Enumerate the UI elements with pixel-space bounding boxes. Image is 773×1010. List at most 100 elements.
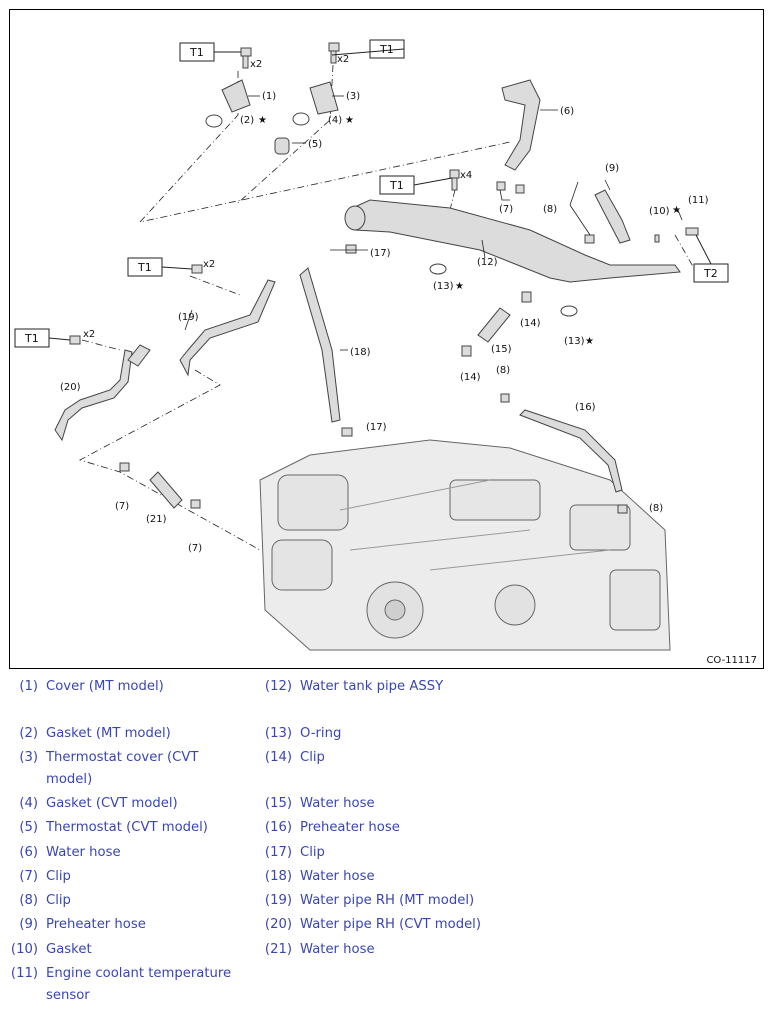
torque-label: T1 bbox=[389, 179, 404, 192]
water-tank-pipe-part bbox=[347, 199, 681, 283]
clip-part bbox=[500, 393, 510, 403]
callout-7: (7) bbox=[499, 204, 513, 215]
clip-part bbox=[341, 427, 353, 437]
thermostat-cover-part bbox=[309, 81, 339, 115]
legend-number: (18) bbox=[264, 869, 292, 884]
legend-text: Engine coolant temperature sensor bbox=[46, 966, 232, 1003]
parts bbox=[54, 42, 699, 514]
callout-21: (21) bbox=[146, 514, 167, 525]
legend-number: (20) bbox=[264, 917, 292, 932]
callout-8: (8) bbox=[649, 503, 663, 514]
legend-number: (21) bbox=[264, 942, 292, 957]
clip-part bbox=[584, 234, 595, 244]
thermostat-part bbox=[274, 137, 290, 155]
legend-text: Water hose bbox=[46, 845, 121, 860]
figure-id: CO-11117 bbox=[706, 655, 757, 666]
torque-label: T1 bbox=[189, 46, 204, 59]
legend-text: Thermostat (CVT model) bbox=[46, 820, 208, 835]
legend-text: Clip bbox=[46, 893, 71, 908]
callout-7: (7) bbox=[188, 543, 202, 554]
torque-label: T1 bbox=[379, 43, 394, 56]
water-pipe-part bbox=[127, 344, 151, 367]
callout-11: (11) bbox=[688, 195, 709, 206]
legend-number: (19) bbox=[264, 893, 292, 908]
star-mark: ★ bbox=[345, 115, 354, 126]
water-hose-part bbox=[299, 267, 341, 423]
exploded-diagram: T1 T1 T1 T1 T1 T2 x2 x2 x4 x2 x2 (1) (2)… bbox=[9, 9, 764, 669]
bolt-part bbox=[69, 335, 81, 345]
legend-number: (1) bbox=[19, 679, 38, 694]
legend-text: Water hose bbox=[300, 942, 375, 957]
legend-text: Water hose bbox=[300, 796, 375, 811]
legend-text: Clip bbox=[300, 845, 325, 860]
legend-text: Water pipe RH (MT model) bbox=[300, 893, 475, 908]
torque-boxes bbox=[14, 39, 729, 348]
callout-2: (2) bbox=[240, 115, 254, 126]
callout-14: (14) bbox=[460, 372, 481, 383]
callout-17: (17) bbox=[370, 248, 391, 259]
legend-number: (7) bbox=[19, 869, 38, 884]
torque-label: T1 bbox=[137, 261, 152, 274]
clip-part bbox=[119, 462, 130, 472]
cover-part bbox=[221, 79, 251, 113]
clip-part bbox=[515, 184, 525, 194]
legend-number: (8) bbox=[19, 893, 38, 908]
clip-part bbox=[496, 181, 506, 191]
legend-number: (13) bbox=[264, 726, 292, 741]
callout-1: (1) bbox=[262, 91, 276, 102]
star-mark: ★ bbox=[258, 115, 267, 126]
gasket-part bbox=[205, 114, 223, 128]
water-hose-part bbox=[149, 471, 183, 509]
water-hose-part bbox=[477, 307, 511, 343]
callout-7: (7) bbox=[115, 501, 129, 512]
clip-part bbox=[345, 244, 357, 254]
legend-number: (16) bbox=[264, 820, 292, 835]
callout-leaders bbox=[184, 95, 683, 351]
bolt-part bbox=[330, 50, 337, 64]
callout-12: (12) bbox=[477, 257, 498, 268]
callout-18: (18) bbox=[350, 347, 371, 358]
water-pipe-part bbox=[179, 279, 276, 377]
legend-text: Thermostat cover (CVT model) bbox=[46, 750, 199, 787]
callout-4: (4) bbox=[328, 115, 342, 126]
callout-13: (13) bbox=[433, 281, 454, 292]
multiplier-labels: x2 x2 x4 x2 x2 bbox=[83, 54, 472, 340]
o-ring-part bbox=[429, 263, 447, 275]
legend-text: Water hose bbox=[300, 869, 375, 884]
legend-text: Gasket (MT model) bbox=[46, 726, 171, 741]
diagram-drawing: T1 T1 T1 T1 T1 T2 x2 x2 x4 x2 x2 (1) (2)… bbox=[14, 39, 729, 651]
callout-labels: (1) (2) (3) (4) (5) (6) (7) (7) (8) (9) … bbox=[60, 91, 709, 554]
multiplier-label: x2 bbox=[337, 54, 349, 65]
legend-text: Cover (MT model) bbox=[46, 679, 164, 694]
multiplier-label: x4 bbox=[460, 170, 472, 181]
legend-number: (14) bbox=[264, 750, 292, 765]
preheater-hose-part bbox=[594, 189, 631, 244]
legend-text: Gasket bbox=[46, 942, 92, 957]
multiplier-label: x2 bbox=[83, 329, 95, 340]
callout-6: (6) bbox=[560, 106, 574, 117]
legend-text: Preheater hose bbox=[46, 917, 146, 932]
multiplier-label: x2 bbox=[250, 59, 262, 70]
legend-number: (5) bbox=[19, 820, 38, 835]
multiplier-label: x2 bbox=[203, 259, 215, 270]
torque-labels: T1 T1 T1 T1 T1 T2 bbox=[24, 43, 718, 345]
bolt-part bbox=[242, 55, 249, 69]
legend-number: (6) bbox=[19, 845, 38, 860]
bolt-part bbox=[191, 264, 203, 274]
o-ring-part bbox=[560, 305, 578, 317]
torque-label: T2 bbox=[703, 267, 718, 280]
legend-number: (15) bbox=[264, 796, 292, 811]
callout-8: (8) bbox=[496, 365, 510, 376]
water-pipe-part bbox=[54, 349, 133, 442]
legend-text: Water tank pipe ASSY bbox=[300, 679, 444, 694]
star-mark: ★ bbox=[585, 336, 594, 347]
bolt-part bbox=[328, 42, 340, 52]
callout-14: (14) bbox=[520, 318, 541, 329]
gasket-part bbox=[292, 112, 310, 126]
legend-text: Gasket (CVT model) bbox=[46, 796, 178, 811]
callout-5: (5) bbox=[308, 139, 322, 150]
legend-text: Water pipe RH (CVT model) bbox=[300, 917, 481, 932]
gasket-part bbox=[654, 234, 660, 243]
callout-13: (13) bbox=[564, 336, 585, 347]
clip-part bbox=[617, 504, 628, 514]
